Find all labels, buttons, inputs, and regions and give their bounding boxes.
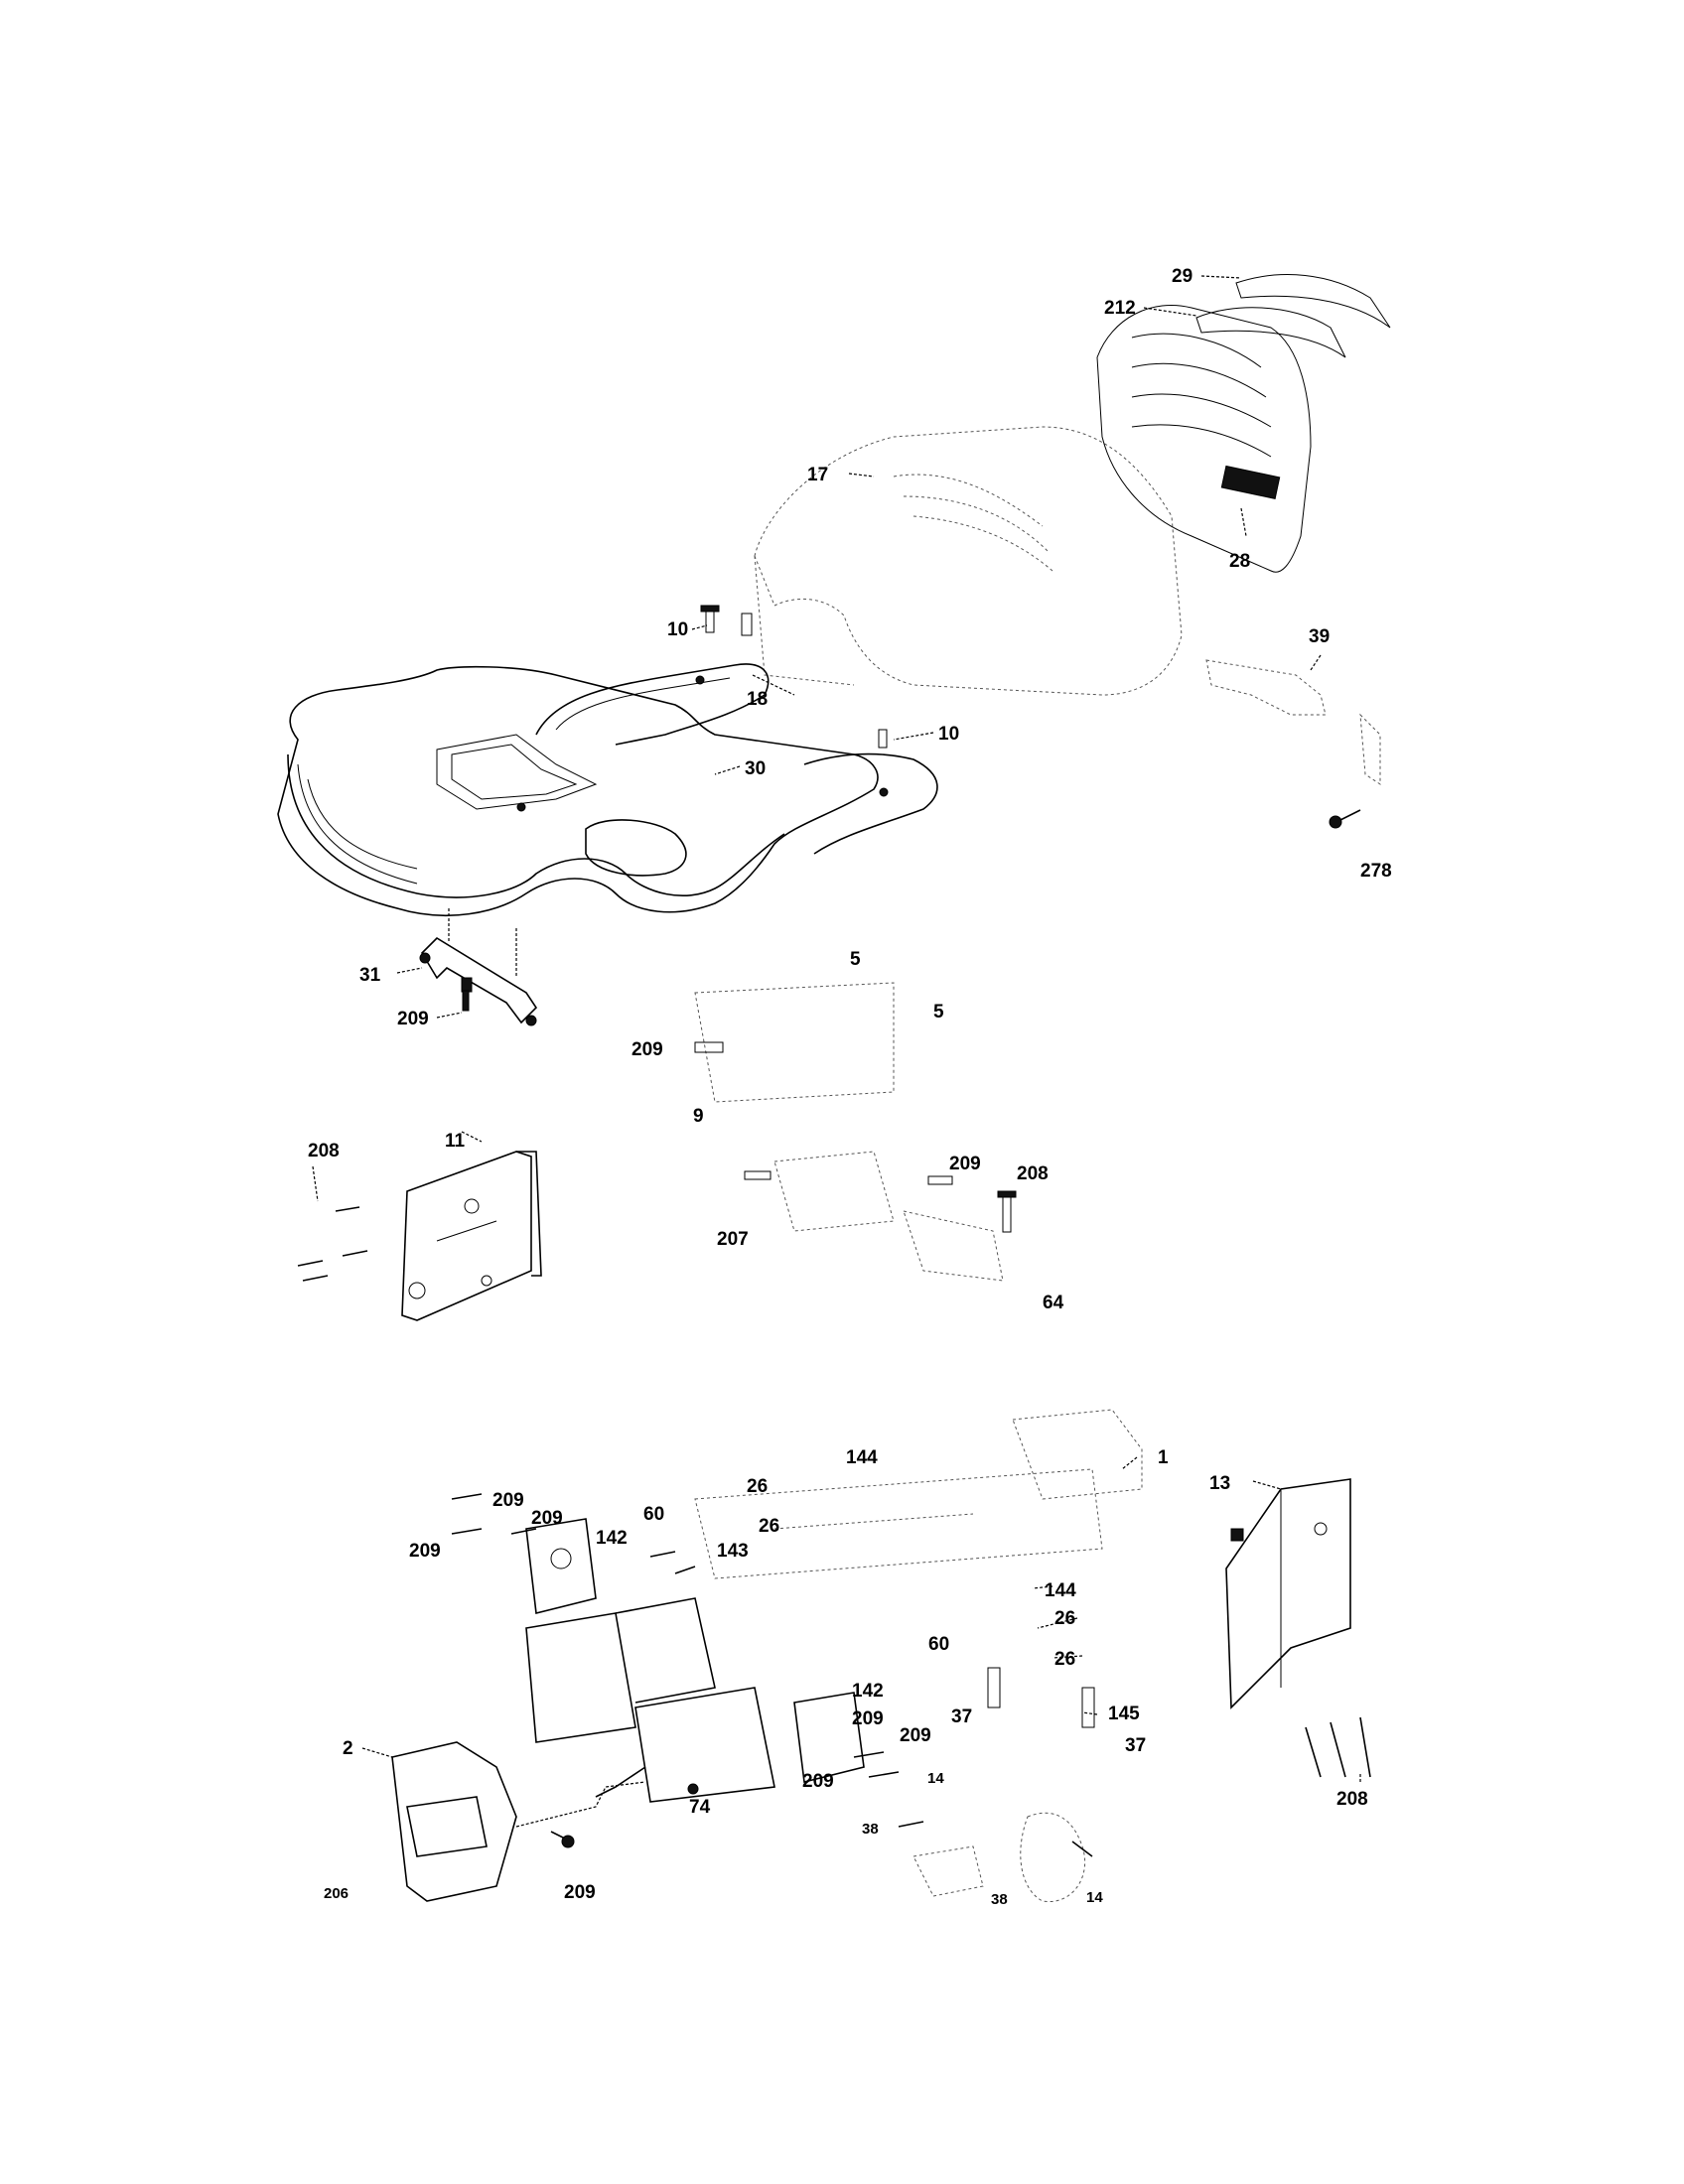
callout-143: 143 — [717, 1541, 749, 1562]
callout-209-c: 209 — [409, 1541, 441, 1562]
callout-39: 39 — [1309, 626, 1330, 647]
fender-assembly — [277, 605, 938, 917]
callout-142-bottom: 142 — [852, 1681, 884, 1702]
callout-37-right: 37 — [1125, 1735, 1146, 1756]
hood-assembly — [754, 274, 1391, 829]
callout-209-d: 209 — [852, 1708, 884, 1729]
callout-209-f: 209 — [802, 1771, 834, 1792]
callout-26-top: 26 — [747, 1476, 768, 1497]
callout-38-bottom: 38 — [991, 1891, 1008, 1908]
callout-209-a: 209 — [492, 1490, 524, 1511]
callout-9: 9 — [693, 1106, 704, 1127]
callout-10-top: 10 — [667, 619, 688, 640]
callout-209-bracket: 209 — [397, 1009, 429, 1029]
callout-60-bottom: 60 — [928, 1634, 949, 1655]
callout-208-bottom: 208 — [1336, 1789, 1368, 1810]
callout-38-top: 38 — [862, 1821, 879, 1838]
callout-29: 29 — [1172, 266, 1193, 287]
callout-14-top: 14 — [927, 1770, 944, 1787]
callout-10-right: 10 — [938, 724, 959, 745]
callout-2: 2 — [343, 1738, 353, 1759]
callout-209-mid: 209 — [632, 1039, 663, 1060]
callout-207: 207 — [717, 1229, 749, 1250]
callout-209-right: 209 — [949, 1154, 981, 1174]
callout-17: 17 — [807, 465, 828, 485]
callout-144-bottom: 144 — [1045, 1580, 1076, 1601]
callout-64: 64 — [1043, 1293, 1064, 1313]
callout-209-g: 209 — [564, 1882, 596, 1903]
callout-142-top: 142 — [596, 1528, 628, 1549]
callout-37-left: 37 — [951, 1706, 972, 1727]
callout-18: 18 — [747, 689, 768, 710]
callout-26-mid: 26 — [759, 1516, 779, 1537]
callout-26-lower: 26 — [1054, 1649, 1075, 1670]
callout-144-top: 144 — [846, 1447, 878, 1468]
callout-26-right: 26 — [1054, 1608, 1075, 1629]
callout-28: 28 — [1229, 551, 1250, 572]
callout-145: 145 — [1108, 1704, 1140, 1724]
callout-5-top: 5 — [850, 949, 861, 970]
callout-30: 30 — [745, 758, 766, 779]
callout-1: 1 — [1158, 1447, 1169, 1468]
frame-assembly — [391, 1409, 1371, 1902]
callout-31: 31 — [359, 965, 381, 986]
callout-60-top: 60 — [643, 1504, 664, 1525]
steering-parts — [694, 982, 1017, 1282]
callout-209-b: 209 — [531, 1508, 563, 1529]
callout-5-mid: 5 — [933, 1002, 944, 1023]
callout-209-e: 209 — [900, 1725, 931, 1746]
callout-212: 212 — [1104, 298, 1136, 319]
callout-206: 206 — [324, 1885, 349, 1902]
leader-lines — [312, 275, 1361, 1782]
callout-14-bottom: 14 — [1086, 1889, 1103, 1906]
callout-13: 13 — [1209, 1473, 1230, 1494]
callout-74: 74 — [689, 1797, 711, 1818]
callout-208-right: 208 — [1017, 1163, 1049, 1184]
dash-panel — [297, 1151, 542, 1321]
callout-208-left: 208 — [308, 1141, 340, 1161]
callout-labels: 29 212 17 28 10 18 39 30 10 278 5 31 5 2… — [308, 266, 1392, 1908]
seat-bracket — [419, 908, 538, 1026]
callout-11: 11 — [445, 1131, 466, 1152]
callout-278: 278 — [1360, 861, 1392, 882]
